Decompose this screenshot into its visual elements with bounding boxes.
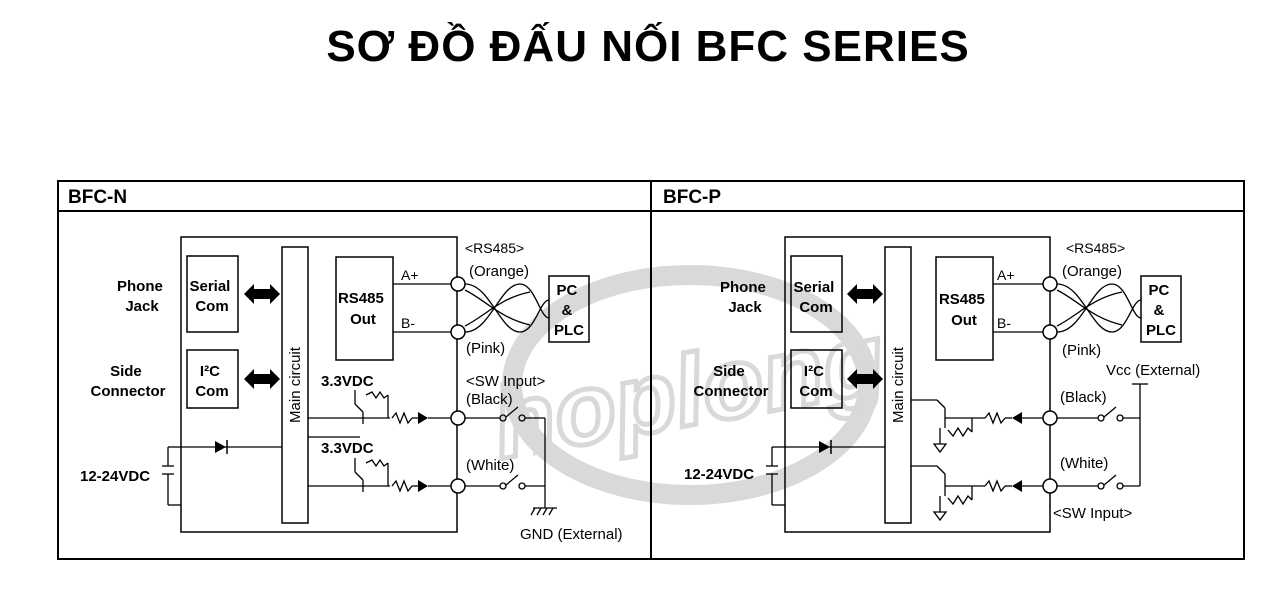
i2c-com-label: I²C Com [195, 363, 228, 400]
rs485-out-box [935, 256, 994, 361]
double-arrow-icon [847, 284, 883, 389]
orange-wire-label: (Orange) [1062, 263, 1122, 280]
serial-com-box [186, 255, 239, 333]
double-arrow-icon [244, 284, 280, 389]
main-circuit-label: Main circuit [287, 346, 304, 423]
main-circuit-box [281, 246, 309, 524]
i2c-com-box [186, 349, 239, 409]
a-plus-label: A+ [401, 267, 419, 283]
supply-label: 12-24VDC [684, 466, 754, 483]
pink-wire-label: (Pink) [1062, 342, 1101, 359]
serial-com-label: Serial Com [793, 279, 838, 316]
diode-icon [418, 412, 428, 492]
pc-plc-box [1140, 275, 1182, 343]
diode-icon [215, 440, 228, 454]
diode-icon [1012, 412, 1022, 492]
rs485-tag: <RS485> [1066, 240, 1125, 256]
device-box [784, 236, 1051, 533]
b-minus-label: B- [997, 315, 1011, 331]
panel-bfc-p: BFC-P Phone Jack Side Connector Serial C… [663, 187, 1200, 533]
phone-jack-label: Phone Jack [117, 278, 167, 315]
diode-icon [819, 440, 832, 454]
white-wire-label: (White) [1060, 455, 1108, 472]
rs485-out-label: RS485 Out [939, 291, 989, 329]
vdc-label: 3.3VDC [321, 373, 374, 390]
transistor-output-circuit [308, 390, 557, 516]
side-connector-label: Side Connector [694, 363, 769, 400]
orange-wire-label: (Orange) [469, 263, 529, 280]
transistor-output-circuit [911, 383, 1148, 522]
white-wire-label: (White) [466, 457, 514, 474]
rs485-tag: <RS485> [465, 240, 524, 256]
i2c-com-box [790, 349, 843, 409]
vdc-label: 3.3VDC [321, 440, 374, 457]
panel-bfc-n: BFC-N Phone Jack Side Connector Serial C… [68, 187, 623, 543]
pc-plc-label: PC & PLC [1146, 282, 1176, 339]
sw-input-label: <SW Input> [1053, 505, 1132, 522]
sw-input-label: <SW Input> [466, 373, 545, 390]
serial-com-label: Serial Com [189, 278, 234, 315]
panels-frame [57, 180, 1245, 560]
rs485-out-label: RS485 Out [338, 290, 388, 328]
b-minus-label: B- [401, 315, 415, 331]
panel-header-bfc-p: BFC-P [663, 187, 721, 208]
i2c-com-label: I²C Com [799, 363, 832, 400]
page-title: SƠ ĐỒ ĐẤU NỐI BFC SERIES [326, 22, 970, 71]
supply-label: 12-24VDC [80, 468, 150, 485]
a-plus-label: A+ [997, 267, 1015, 283]
pc-plc-box [548, 275, 590, 343]
vcc-label: Vcc (External) [1106, 362, 1200, 379]
black-wire-label: (Black) [1060, 389, 1107, 406]
rs485-out-box [335, 256, 394, 361]
pc-plc-label: PC & PLC [554, 282, 584, 339]
gnd-label: GND (External) [520, 526, 623, 543]
pink-wire-label: (Pink) [466, 340, 505, 357]
main-circuit-box [884, 246, 912, 524]
serial-com-box [790, 255, 843, 333]
phone-jack-label: Phone Jack [720, 279, 770, 316]
terminal-icon [450, 276, 466, 494]
device-box [180, 236, 458, 533]
black-wire-label: (Black) [466, 391, 513, 408]
side-connector-label: Side Connector [91, 363, 166, 400]
main-circuit-label: Main circuit [890, 346, 907, 423]
panel-header-bfc-n: BFC-N [68, 187, 127, 208]
